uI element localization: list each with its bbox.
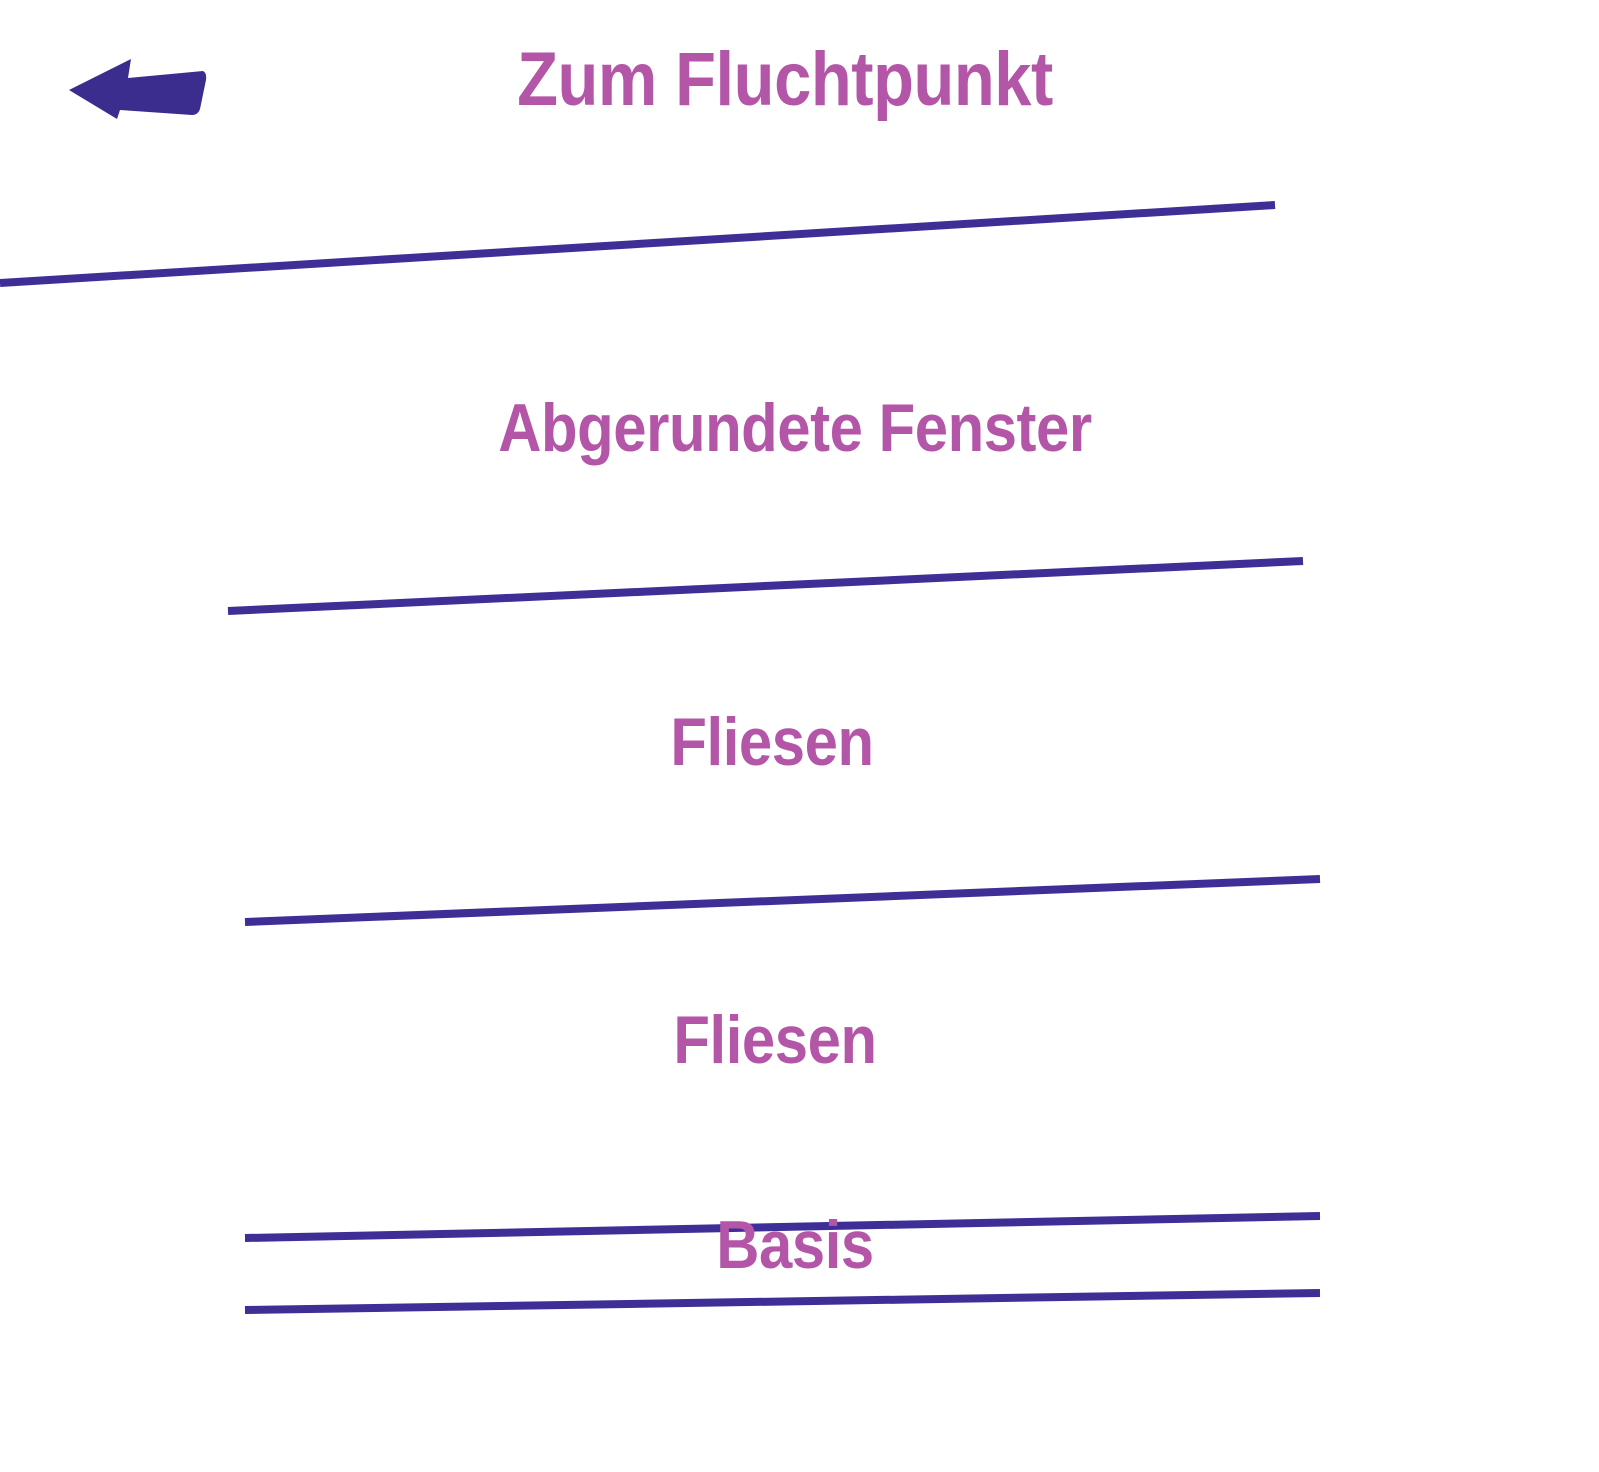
tile-divider-line bbox=[244, 875, 1321, 926]
arrow-left-icon[interactable] bbox=[69, 59, 207, 119]
perspective-line-group bbox=[0, 201, 1321, 1314]
band-label-fliesen-1: Fliesen bbox=[670, 704, 874, 780]
window-base-line bbox=[227, 557, 1304, 615]
page-title: Zum Fluchtpunkt bbox=[517, 37, 1053, 122]
band-label-abgerundete-fenster: Abgerundete Fenster bbox=[498, 390, 1092, 466]
band-label-fliesen-2: Fliesen bbox=[673, 1002, 877, 1078]
base-bottom-line bbox=[244, 1289, 1321, 1314]
band-label-basis: Basis bbox=[716, 1207, 874, 1283]
horizon-line bbox=[0, 201, 1276, 287]
base-top-line bbox=[244, 1212, 1321, 1242]
